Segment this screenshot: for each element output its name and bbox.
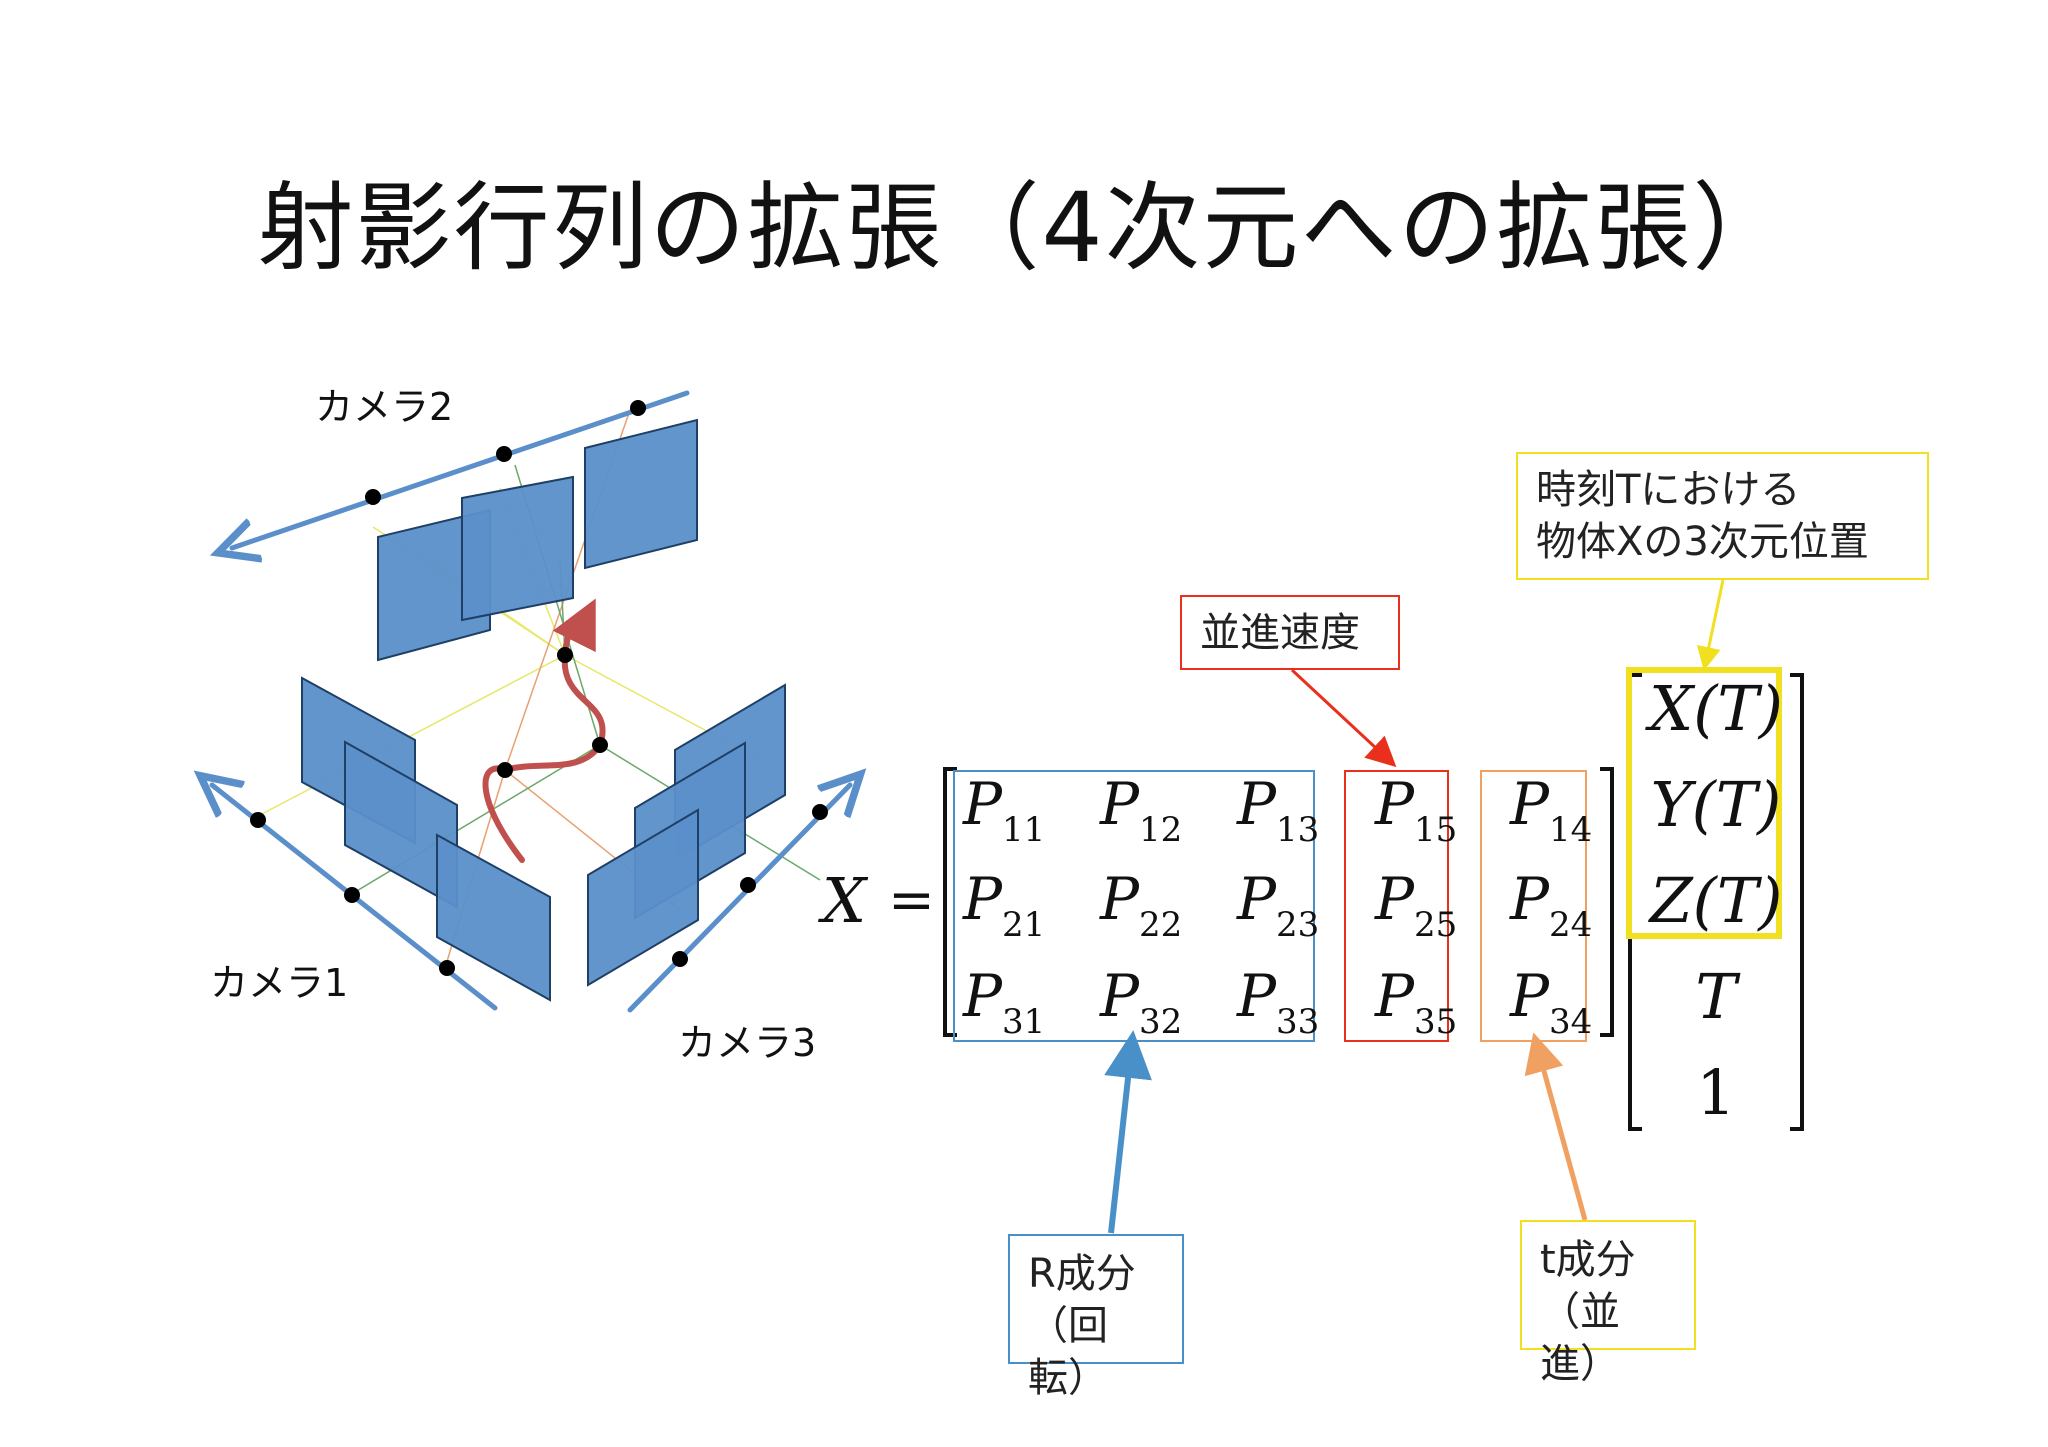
equals-sign: =	[888, 868, 935, 933]
matrix-entry: P11	[963, 770, 1046, 850]
equation-lhs: X	[822, 864, 867, 937]
camera-centers	[250, 400, 828, 976]
position-callout-line2: 物体Xの3次元位置	[1536, 519, 1869, 565]
camera3-label: カメラ3	[678, 1021, 817, 1065]
matrix-entry: P21	[963, 865, 1046, 945]
camera2-label: カメラ2	[315, 385, 454, 429]
matrix-entry: P25	[1375, 865, 1458, 945]
matrix-entry: P24	[1510, 865, 1593, 945]
matrix-entry: P15	[1375, 770, 1458, 850]
matrix-entry: P13	[1237, 770, 1320, 850]
rotation-callout: R成分 （回転）	[1008, 1234, 1184, 1401]
vector-right-bracket	[1790, 673, 1804, 1131]
rotation-callout-line1: R成分	[1028, 1251, 1136, 1297]
vector-entry-x: X(T)	[1649, 672, 1783, 745]
matrix-entry: P31	[963, 962, 1046, 1042]
matrix-entry: P35	[1375, 962, 1458, 1042]
camera-planes	[301, 418, 786, 1002]
camera1-label: カメラ1	[210, 961, 349, 1005]
vector-entry-z: Z(T)	[1649, 864, 1783, 937]
vector-entry-y: Y(T)	[1650, 768, 1782, 841]
matrix-entry: P32	[1100, 962, 1183, 1042]
rotation-columns-box	[953, 770, 1315, 1042]
slide-title: 射影行列の拡張（4次元への拡張）	[257, 172, 1791, 284]
translation-callout-line2: （並進）	[1540, 1289, 1620, 1387]
position-box	[1626, 667, 1782, 939]
trajectory-points	[497, 647, 608, 778]
vector-entry-t: T	[1695, 960, 1737, 1033]
velocity-callout: 並進速度	[1180, 595, 1400, 670]
velocity-callout-label: 並進速度	[1200, 610, 1360, 656]
matrix-right-bracket	[1600, 767, 1614, 1037]
matrix-entry: P12	[1100, 770, 1183, 850]
matrix-entry: P33	[1237, 962, 1320, 1042]
translation-callout-line1: t成分	[1540, 1237, 1636, 1283]
translation-callout: t成分 （並進）	[1520, 1220, 1696, 1387]
callout-connectors	[1104, 579, 1725, 1234]
matrix-entry: P22	[1100, 865, 1183, 945]
velocity-column-box	[1344, 770, 1449, 1042]
matrix-entry: P14	[1510, 770, 1593, 850]
matrix-left-bracket	[943, 767, 957, 1037]
rotation-callout-line2: （回転）	[1028, 1303, 1108, 1401]
vector-entry-one: 1	[1696, 1056, 1736, 1129]
matrix-entry: P34	[1510, 962, 1593, 1042]
translation-column-box	[1480, 770, 1587, 1042]
position-callout: 時刻Tにおける 物体Xの3次元位置	[1516, 452, 1929, 580]
matrix-entry: P23	[1237, 865, 1320, 945]
position-callout-line1: 時刻Tにおける	[1536, 467, 1801, 513]
